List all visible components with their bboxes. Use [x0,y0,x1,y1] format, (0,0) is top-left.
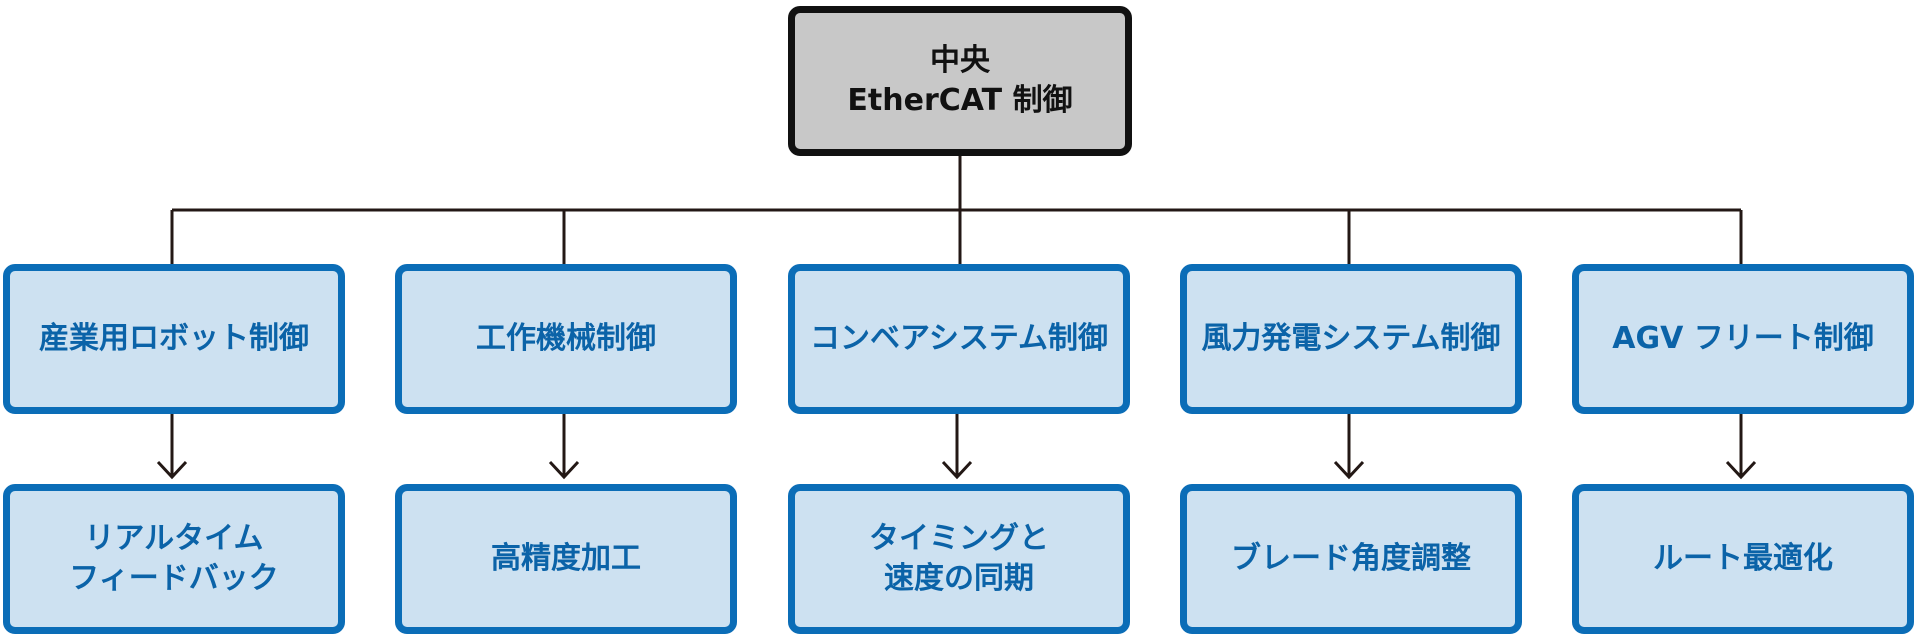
root-label-line: 中央 [930,43,990,78]
function-label: 高精度加工 [491,539,641,579]
function-node-realtime-feedback: リアルタイム フィードバック [3,484,345,634]
function-label-line: 速度の同期 [884,561,1034,596]
arrow-4 [1725,414,1757,480]
function-label-line: タイミングと [869,521,1049,556]
function-label-line: ルート最適化 [1653,541,1833,576]
function-node-timing-sync: タイミングと 速度の同期 [788,484,1130,634]
function-node-precision-machining: 高精度加工 [395,484,737,634]
function-label-line: ブレード角度調整 [1231,541,1471,576]
system-label: 産業用ロボット制御 [39,321,309,356]
system-node-industrial-robot: 産業用ロボット制御 [3,264,345,414]
arrow-1 [548,414,580,480]
system-label: 工作機械制御 [476,321,656,356]
system-node-agv-fleet: AGV フリート制御 [1572,264,1914,414]
function-node-blade-angle: ブレード角度調整 [1180,484,1522,634]
function-label-line: フィードバック [69,561,279,596]
function-label: リアルタイム フィードバック [69,519,278,599]
function-label-line: 高精度加工 [491,541,641,576]
system-label: 風力発電システム制御 [1201,321,1501,356]
system-node-machine-tool: 工作機械制御 [395,264,737,414]
function-label-line: リアルタイム [84,521,264,556]
arrow-3 [1333,414,1365,480]
function-label: ブレード角度調整 [1231,539,1471,579]
root-node: 中央 EtherCAT 制御 [788,6,1132,156]
system-label: AGV フリート制御 [1612,321,1874,356]
system-node-conveyor: コンベアシステム制御 [788,264,1130,414]
function-node-route-optimization: ルート最適化 [1572,484,1914,634]
root-label-line: EtherCAT 制御 [847,83,1073,118]
system-label: コンベアシステム制御 [810,321,1108,356]
arrow-0 [156,414,188,480]
function-label: ルート最適化 [1653,539,1833,579]
function-label: タイミングと 速度の同期 [869,519,1049,599]
system-node-wind-power: 風力発電システム制御 [1180,264,1522,414]
arrow-2 [941,414,973,480]
root-label: 中央 EtherCAT 制御 [847,41,1072,121]
